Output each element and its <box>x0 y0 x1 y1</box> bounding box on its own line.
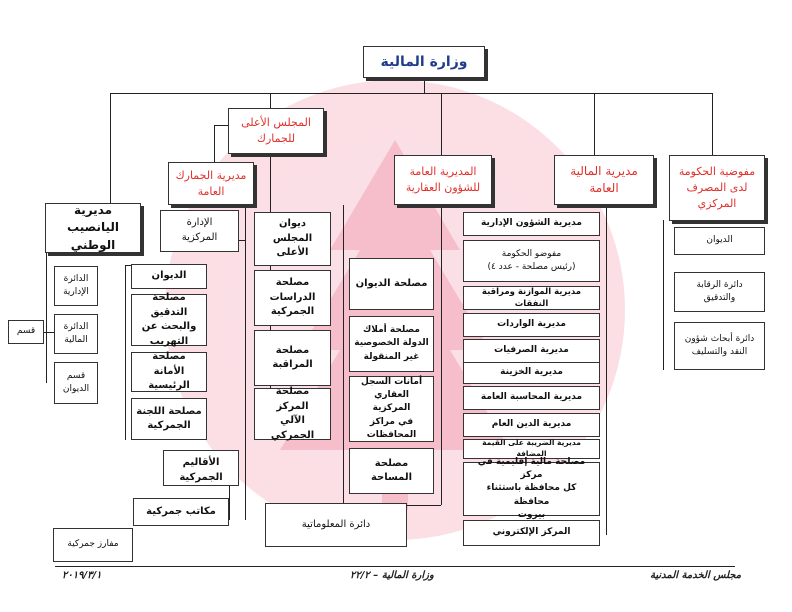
finance-revenue-directorate: مديرية الواردات <box>463 313 600 337</box>
commissioner-connector <box>712 93 713 155</box>
general-finance-directorate-box: مديرية المالية العامة <box>554 155 654 205</box>
real-estate-office-unit: مصلحة الديوان <box>349 258 434 310</box>
lottery-finance-dept: الدائرة المالية <box>54 314 98 354</box>
real-estate-connector <box>441 93 442 155</box>
commissioner-monetary-research: دائرة أبحاث شؤون النقد والتسليف <box>674 322 765 370</box>
real-estate-units-line <box>343 205 344 515</box>
it-department-box: دائرة المعلوماتية <box>265 503 407 547</box>
council-connector <box>270 93 271 108</box>
lottery-directorate-box: مديرية اليانصيب الوطني <box>45 203 141 253</box>
commissioner-units-line <box>663 220 664 370</box>
lottery-office-section: قسم الديوان <box>54 362 98 404</box>
customs-admin-line <box>245 205 246 520</box>
lottery-connector <box>110 93 111 203</box>
finance-public-debt-directorate: مديرية الدين العام <box>463 413 600 437</box>
lottery-units-line <box>46 253 47 383</box>
customs-central-admin: الإدارة المركزية <box>160 210 239 252</box>
finance-accounting-directorate: مديرية المحاسبة العامة <box>463 386 600 410</box>
finance-connector <box>594 93 595 155</box>
customs-units-line <box>125 265 126 440</box>
footer-page: وزارة المالية – ٢٢/٢ <box>350 570 434 581</box>
footer-date: ٢٠١٩/٣/١ <box>62 570 102 581</box>
finance-budget-directorate: مديرية الموازنة ومراقبة النفقات <box>463 286 600 310</box>
lottery-section: قسم <box>8 320 44 344</box>
lottery-admin-dept: الدائرة الإدارية <box>54 266 98 306</box>
higher-council-box: المجلس الأعلى للجمارك <box>228 108 324 154</box>
regions-line <box>229 483 230 520</box>
lottery-sub-line <box>44 332 54 333</box>
finance-treasury-directorate: مديرية الخزينة <box>463 362 600 384</box>
customs-offices-box: مكاتب جمركية <box>133 498 229 526</box>
finance-gov-commissioners: مفوضو الحكومة (رئيس مصلحة - عدد ٤) <box>463 240 600 282</box>
finance-electronic-center: المركز الإلكتروني <box>463 520 600 546</box>
commissioner-office: الديوان <box>674 227 765 255</box>
customs-office-unit: الديوان <box>131 264 207 289</box>
council-studies-unit: مصلحة الدراسات الجمركية <box>254 270 331 326</box>
it-dept-line <box>441 205 442 505</box>
commissioner-audit-dept: دائرة الرقابة والتدقيق <box>674 272 765 312</box>
finance-units-line <box>606 205 607 535</box>
customs-units-line <box>125 265 131 266</box>
finance-regional-unit: مصلحة مالية إقليمية في مركز كل محافظة با… <box>463 457 600 520</box>
customs-warehouses-box: مفارز جمركية <box>53 528 133 562</box>
root-connector <box>110 93 712 94</box>
real-estate-state-property-unit: مصلحة أملاك الدولة الخصوصية غير المنقولة <box>349 316 434 372</box>
finance-expenditure-directorate: مديرية الصرفيات <box>463 339 600 363</box>
finance-vat-directorate: مديرية الضريبة على القيمة المضافة <box>463 438 600 459</box>
finance-admin-affairs: مديرية الشؤون الإدارية <box>463 212 600 236</box>
footer-source: مجلس الخدمة المدنية <box>650 570 742 581</box>
real-estate-directorate-box: المديرية العامة للشؤون العقارية <box>394 155 492 205</box>
customs-directorate-box: مديرية الجمارك العامة <box>168 162 254 205</box>
government-commissioner-box: مفوضية الحكومة لدى المصرف المركزي <box>669 155 765 221</box>
root-connector <box>424 80 425 93</box>
real-estate-registry-unit: أمانات السجل العقاري المركزية في مراكز ا… <box>349 376 434 442</box>
customs-committee-unit: مصلحة اللجنة الجمركية <box>131 398 207 440</box>
council-branch <box>214 125 228 126</box>
real-estate-survey-unit: مصلحة المساحة <box>349 448 434 494</box>
customs-secretariat-unit: مصلحة الأمانة الرئيسية <box>131 351 207 392</box>
council-branch <box>214 125 215 162</box>
council-monitoring-unit: مصلحة المراقبة <box>254 330 331 386</box>
customs-regions-box: الأقاليم الجمركية <box>163 450 239 486</box>
ministry-box: وزارة المالية <box>363 46 485 78</box>
council-office-unit: ديوان المجلس الأعلى <box>254 212 331 266</box>
customs-audit-unit: مصلحة التدقيق والبحث عن التهريب <box>131 292 207 347</box>
customs-admin-line <box>239 240 245 241</box>
footer-rule <box>55 566 735 567</box>
council-computer-center-unit: مصلحة المركز الآلي الجمركي <box>254 386 331 441</box>
